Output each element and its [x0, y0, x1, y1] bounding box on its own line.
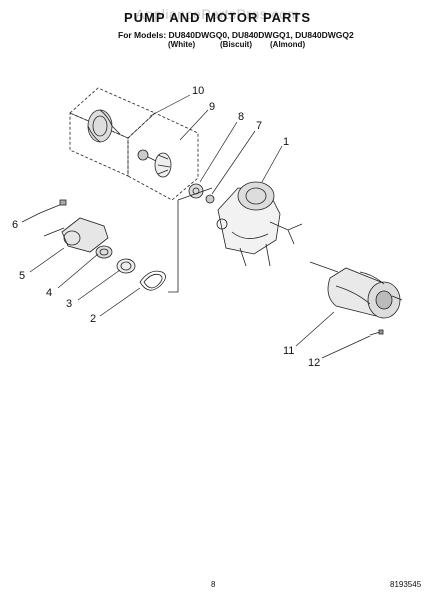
leader-lines — [21, 94, 371, 359]
part-3-ring — [116, 258, 136, 274]
part-11-motor — [309, 261, 403, 319]
part-10-box — [69, 87, 156, 139]
part-12-screw — [369, 329, 384, 336]
part-8 — [188, 183, 204, 199]
part-6-screw — [39, 199, 67, 214]
part-7 — [205, 194, 215, 204]
callout-9: 9 — [209, 101, 216, 113]
color-almond: (Almond) — [270, 40, 306, 49]
page-number: 8 — [211, 580, 216, 589]
color-biscuit: (Biscuit) — [220, 40, 252, 49]
callout-11: 11 — [283, 345, 295, 357]
part-9-impeller — [137, 149, 172, 178]
callout-7: 7 — [256, 120, 263, 132]
model-list: For Models: DU840DWGQ0, DU840DWGQ1, DU84… — [118, 30, 354, 40]
callout-12: 12 — [308, 357, 321, 369]
assembly-line — [168, 187, 213, 293]
callout-4: 4 — [46, 287, 53, 299]
callout-6: 6 — [12, 219, 19, 231]
watermark: AppliancePartsPros.com — [135, 6, 300, 22]
color-white: (White) — [168, 40, 196, 49]
part-2-gasket — [139, 270, 166, 291]
part-code: 8193545 — [390, 580, 422, 589]
part-1-pump-housing — [216, 181, 303, 267]
part-5-drain-housing — [43, 217, 109, 253]
callout-10: 10 — [192, 85, 205, 97]
part-4-seal — [95, 245, 113, 259]
callout-1: 1 — [283, 136, 290, 148]
page-title: PUMP AND MOTOR PARTS — [123, 10, 312, 25]
part-10-seal — [87, 109, 121, 143]
callout-5: 5 — [19, 270, 26, 282]
callout-3: 3 — [66, 298, 73, 310]
callout-2: 2 — [90, 313, 97, 325]
callout-8: 8 — [238, 111, 245, 123]
